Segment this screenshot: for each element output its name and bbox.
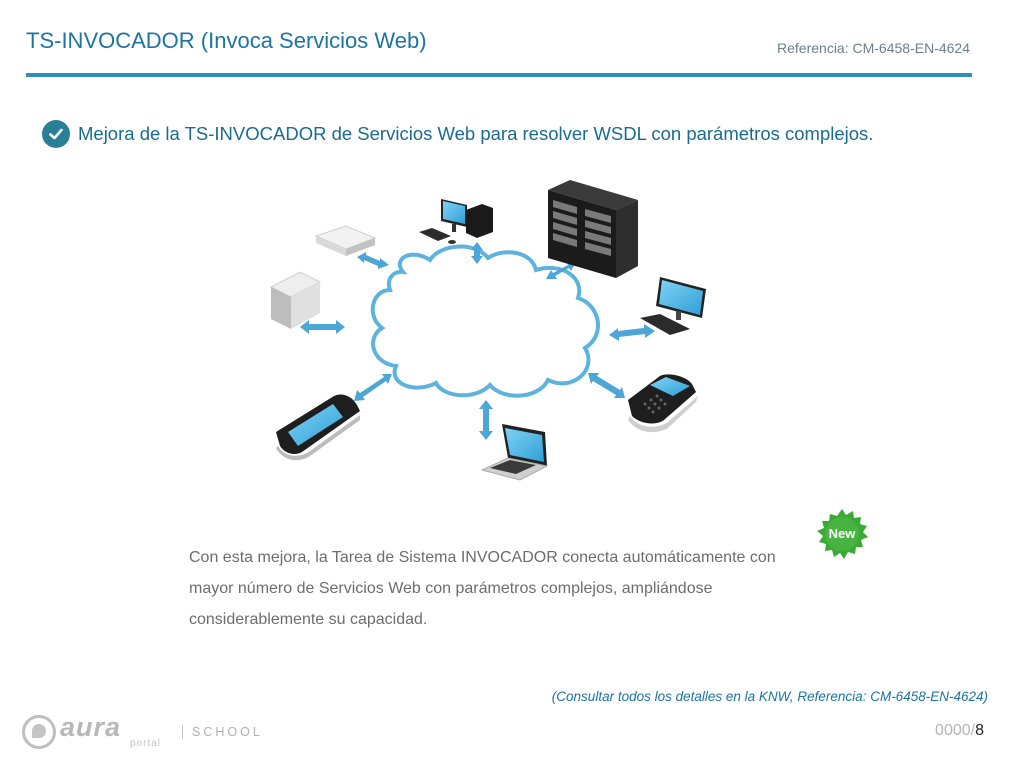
- description-line: Con esta mejora, la Tarea de Sistema INV…: [189, 549, 776, 566]
- arrow-icon: [479, 400, 493, 440]
- reference-label: Referencia: CM-6458-EN-4624: [777, 40, 970, 56]
- arrow-icon: [546, 262, 576, 279]
- new-badge-label: New: [829, 526, 857, 541]
- page-title: TS-INVOCADOR (Invoca Servicios Web): [26, 28, 427, 53]
- nas-box-icon: [269, 271, 322, 329]
- blackberry-phone-icon: [628, 374, 698, 433]
- logo-separator: [182, 725, 183, 739]
- aura-portal-logo: aura portal SCHOOL: [22, 712, 263, 752]
- logo-school: SCHOOL: [192, 725, 263, 739]
- description-line: considerablemente su capacidad.: [189, 611, 428, 628]
- feature-bullet: Mejora de la TS-INVOCADOR de Servicios W…: [42, 120, 873, 148]
- description-text: Con esta mejora, la Tarea de Sistema INV…: [189, 542, 809, 635]
- cloud-icon: [370, 244, 600, 398]
- page-total: 0000/: [935, 722, 976, 739]
- page-current: 8: [975, 722, 984, 739]
- arrow-icon: [471, 242, 483, 264]
- arrow-icon: [588, 373, 625, 398]
- desktop-computer-icon: [419, 199, 493, 244]
- arrow-icon: [609, 324, 655, 341]
- server-rack-icon: [548, 180, 638, 278]
- new-badge: New: [817, 509, 868, 559]
- feature-bullet-text: Mejora de la TS-INVOCADOR de Servicios W…: [78, 123, 874, 144]
- logo-name: aura: [60, 712, 122, 742]
- arrow-icon: [300, 320, 345, 334]
- page-number: 0000/8: [935, 722, 984, 740]
- header-divider: [26, 73, 972, 77]
- arrow-icon: [357, 252, 389, 269]
- monitor-keyboard-icon: [640, 277, 706, 335]
- router-icon: [314, 225, 377, 256]
- smartphone-icon: [276, 394, 360, 461]
- network-diagram: [269, 180, 706, 481]
- arrow-icon: [354, 374, 392, 401]
- description-line: mayor número de Servicios Web con paráme…: [189, 580, 713, 597]
- laptop-icon: [480, 424, 549, 481]
- knw-reference-note: (Consultar todos los detalles en la KNW,…: [551, 689, 988, 704]
- check-circle-icon: [42, 120, 70, 148]
- aura-logo-icon: [22, 715, 56, 749]
- logo-subtitle: portal: [130, 738, 162, 749]
